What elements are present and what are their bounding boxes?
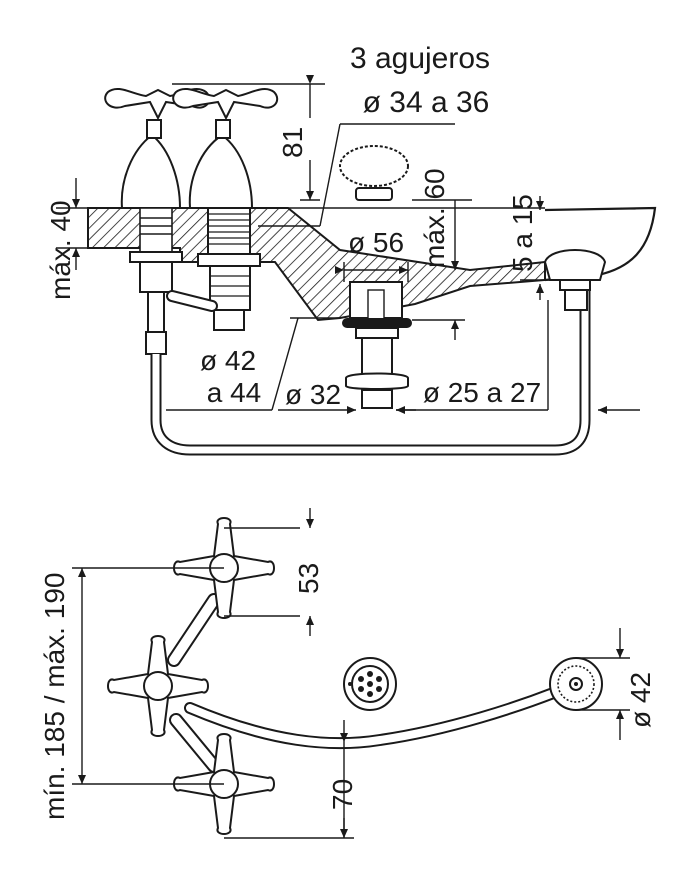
outlet-head <box>543 249 607 311</box>
height-81-label: 81 <box>277 127 308 158</box>
max-40-label: máx. 40 <box>45 200 76 300</box>
range-5-15-label: 5 a 15 <box>507 194 538 272</box>
holes-count-label: 3 agujeros <box>350 42 490 75</box>
diam-42-label: ø 42 <box>200 345 256 376</box>
dim-53-label: 53 <box>293 563 324 594</box>
cross-handle-middle <box>107 635 209 737</box>
min-max-190-label: mín. 185 / máx. 190 <box>39 573 70 820</box>
diam-32-label: ø 32 <box>285 379 341 410</box>
diam-56-label: ø 56 <box>348 227 404 258</box>
holes-diameter-label: ø 34 a 36 <box>363 86 490 119</box>
dim-70-label: 70 <box>327 779 358 810</box>
diam-25-27-label: ø 25 a 27 <box>423 377 541 408</box>
chain-plug <box>339 145 409 201</box>
diam-44-label: a 44 <box>207 377 262 408</box>
side-view <box>56 75 657 456</box>
left-tap <box>104 87 211 355</box>
diam-42-plan-label: ø 42 <box>625 672 656 728</box>
center-drain <box>342 281 412 409</box>
right-tap <box>166 87 279 331</box>
plan-drain <box>343 657 397 711</box>
plan-view <box>72 508 630 839</box>
plan-outlet <box>549 657 603 711</box>
max-60-label: máx. 60 <box>419 168 450 268</box>
